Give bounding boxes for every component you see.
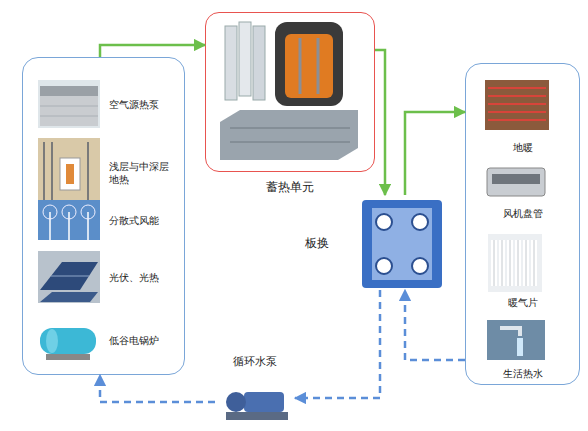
outline-frame — [205, 12, 375, 172]
inset-picture — [60, 158, 80, 190]
turbine-rotor — [81, 205, 95, 219]
fan-coil-grille — [492, 174, 540, 184]
node-label: 风机盘管 — [479, 208, 567, 221]
heat-pump-body — [40, 96, 98, 126]
load-item: 风机盘管 — [479, 164, 567, 220]
node-label: 地暖 — [479, 142, 567, 155]
storage-unit: 蓄热单元 — [205, 12, 375, 200]
ground-pipe — [87, 142, 89, 200]
radiator-fin-edge — [494, 240, 534, 286]
boiler-end — [46, 329, 58, 353]
node-label: 光伏、光热 — [109, 272, 169, 285]
floor-photo — [485, 80, 549, 130]
heat-flow-arrow — [375, 50, 385, 195]
node-label: 低谷电锅炉 — [109, 335, 169, 348]
load-panel: 地暖风机盘管暖气片生活热水 — [465, 63, 580, 385]
roof-photo — [38, 251, 100, 303]
borehole — [66, 164, 74, 184]
storage-tank — [275, 22, 343, 106]
load-item: 地暖 — [479, 78, 567, 154]
radiator-photo — [488, 234, 542, 292]
floor-pipe — [488, 88, 546, 120]
source-item: 低谷电锅炉 — [33, 317, 181, 365]
source-item: 空气源热泵 — [33, 80, 181, 130]
storage-cylinder — [239, 22, 251, 96]
panel-grid — [51, 276, 89, 277]
node-label: 循环水泵 — [215, 355, 295, 369]
boiler-stand — [46, 354, 90, 360]
turbine-pole — [87, 212, 89, 240]
tank-interior — [285, 34, 333, 98]
node-label: 分散式风能 — [109, 215, 169, 228]
turbine-rotor — [43, 205, 57, 219]
turbine-rotor — [62, 205, 76, 219]
solar-panel — [40, 292, 98, 302]
node-label: 板换 — [305, 235, 329, 250]
soil-photo — [38, 138, 100, 204]
turbine-pole — [49, 212, 51, 240]
node-label: 暖气片 — [479, 297, 567, 310]
exchanger-plates — [372, 208, 432, 280]
module-stripe — [230, 128, 350, 129]
node-label: 生活热水 — [479, 368, 567, 381]
node-label: 蓄热单元 — [205, 180, 375, 195]
ground-pipe — [51, 142, 53, 200]
return-flow-arrow — [295, 290, 380, 398]
exchanger-port — [376, 214, 392, 230]
source-item: 分散式风能 — [33, 200, 181, 242]
load-item: 暖气片 — [479, 233, 567, 309]
heat-exchanger: 板换 — [305, 195, 447, 290]
solar-panel — [40, 262, 98, 290]
source-panel: 空气源热泵浅层与中深层地热分散式风能光伏、光热低谷电锅炉 — [22, 57, 185, 375]
ground-pipe — [43, 142, 45, 200]
module-stripe — [230, 142, 350, 143]
sky-photo — [38, 200, 100, 240]
turbine-pole — [68, 212, 70, 240]
heat-flow-arrow — [100, 45, 205, 57]
pump-base — [226, 412, 288, 420]
exchanger-port — [412, 258, 428, 274]
heat-flow-arrow — [405, 112, 465, 195]
load-item: 生活热水 — [479, 318, 567, 380]
pump-node: 循环水泵 — [215, 355, 295, 425]
exchanger-port — [412, 214, 428, 230]
fan-coil-unit — [487, 168, 545, 196]
node-label: 浅层与中深层地热 — [109, 161, 169, 186]
pump-motor — [244, 392, 284, 412]
source-item: 浅层与中深层地热 — [33, 138, 181, 208]
radiator-fin — [494, 240, 534, 286]
water-stream — [517, 338, 523, 356]
storage-cylinder — [253, 26, 265, 100]
photo-bg — [38, 80, 100, 128]
heat-pump-grille — [40, 116, 98, 117]
water-photo — [487, 320, 545, 360]
exchanger-port — [376, 258, 392, 274]
return-flow-arrow — [100, 375, 215, 402]
boiler-tank — [40, 328, 96, 354]
tank-coil — [317, 38, 320, 94]
storage-cylinder — [225, 26, 237, 100]
source-item: 光伏、光热 — [33, 252, 181, 304]
heat-storage-module — [220, 110, 358, 160]
node-label: 空气源热泵 — [109, 99, 169, 112]
water-tap — [500, 328, 520, 336]
exchanger-frame — [362, 200, 442, 288]
return-flow-arrow — [405, 290, 465, 360]
heat-pump-grille — [40, 106, 98, 107]
tank-coil — [299, 38, 302, 94]
pump-volute — [226, 392, 246, 412]
heat-pump-top — [40, 86, 98, 96]
